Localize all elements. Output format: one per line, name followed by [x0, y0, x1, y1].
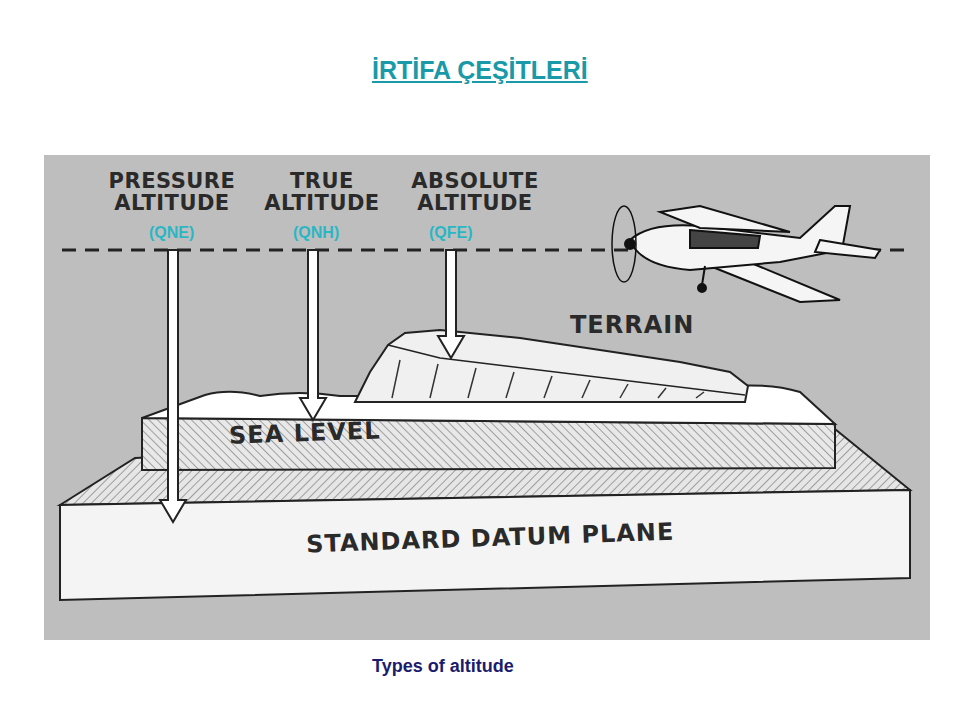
page-title: İRTİFA ÇEŞİTLERİ — [372, 56, 588, 85]
terrain-label: TERRAIN — [570, 311, 694, 339]
q-code: (QNH) — [293, 224, 339, 242]
background-panel — [44, 155, 930, 640]
altitude-arrows — [160, 250, 464, 522]
terrain-ribs — [392, 360, 704, 398]
q-code: (QNE) — [149, 224, 194, 242]
airplane — [612, 206, 880, 302]
altitude-heading: ABSOLUTE ALTITUDE — [405, 170, 545, 214]
altitude-heading: TRUE ALTITUDE — [252, 170, 392, 214]
sea-level-label: SEA LEVEL — [229, 416, 381, 449]
altitude-heading: PRESSURE ALTITUDE — [102, 170, 242, 214]
figure-caption: Types of altitude — [372, 656, 514, 677]
q-code: (QFE) — [429, 224, 473, 242]
terrain-shape — [355, 330, 748, 402]
